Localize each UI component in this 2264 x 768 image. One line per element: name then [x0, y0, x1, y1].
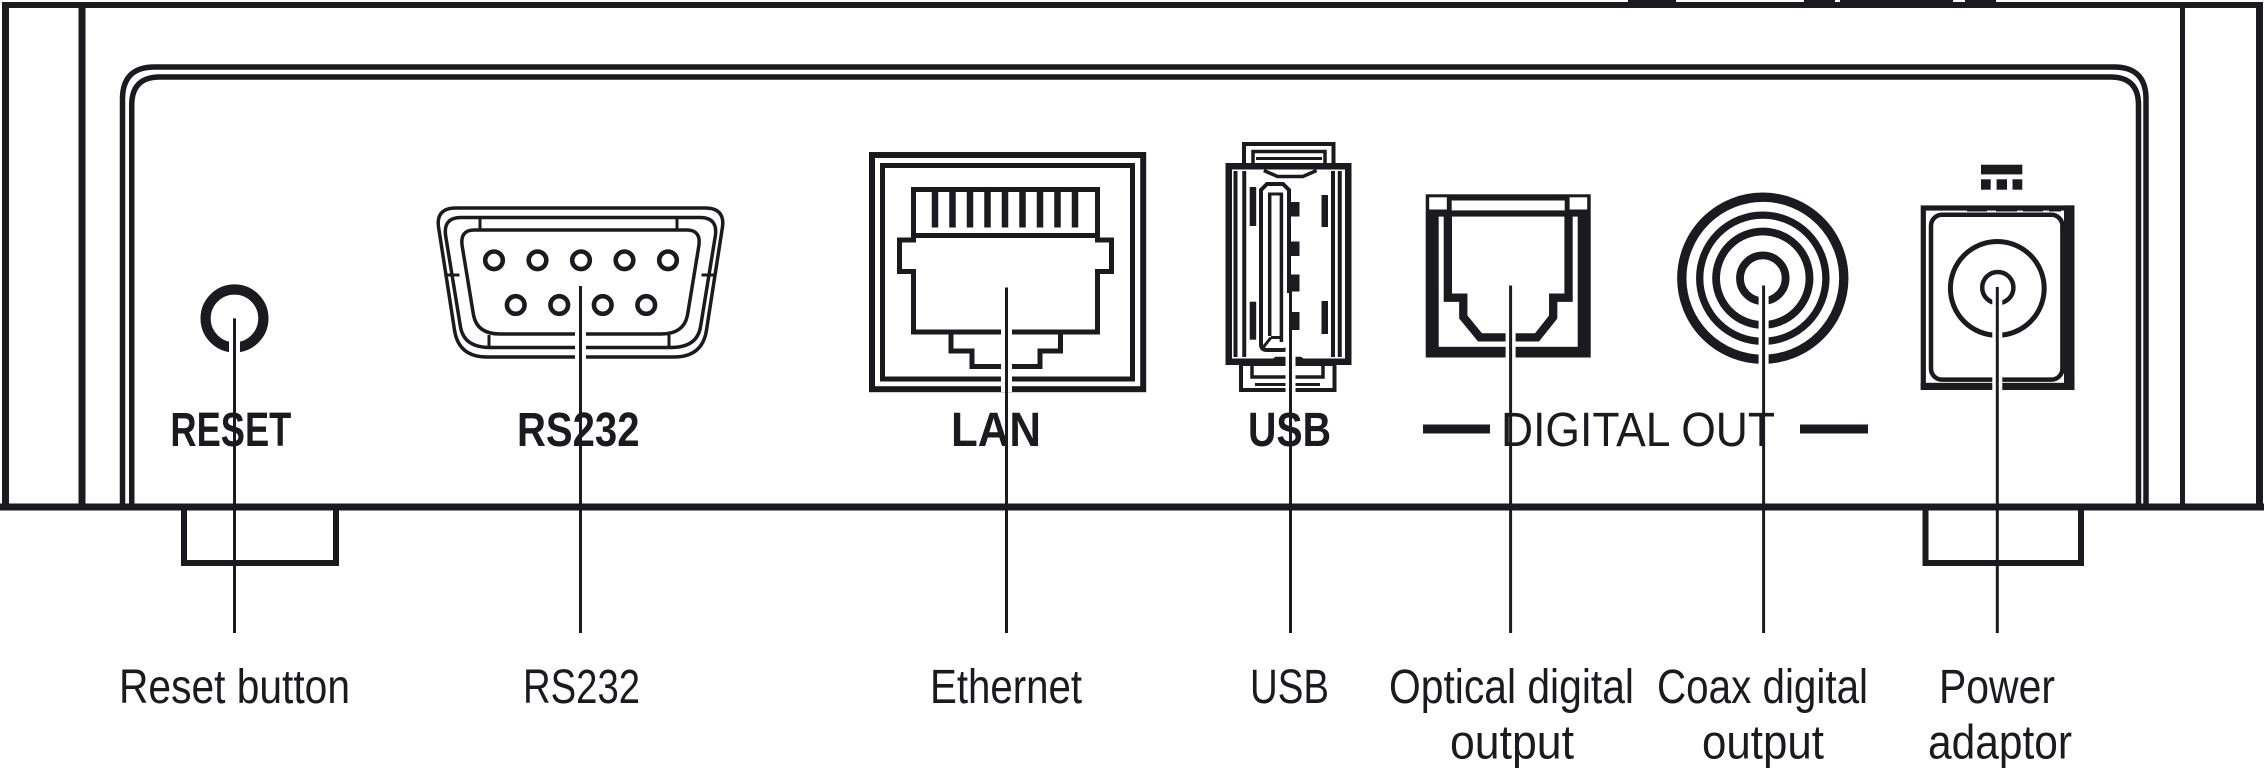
svg-text:Coax digital: Coax digital: [1657, 661, 1868, 714]
svg-text:RESET: RESET: [170, 404, 291, 457]
svg-text:USB: USB: [1250, 661, 1329, 714]
svg-text:RS232: RS232: [523, 661, 640, 714]
svg-text:adaptor: adaptor: [1928, 717, 2072, 768]
svg-text:USB: USB: [1248, 404, 1331, 457]
svg-text:Optical digital: Optical digital: [1389, 661, 1634, 714]
svg-text:Reset button: Reset button: [119, 661, 350, 714]
svg-text:output: output: [1702, 717, 1824, 768]
svg-text:output: output: [1450, 717, 1574, 768]
svg-text:RS232: RS232: [517, 404, 640, 457]
svg-text:LAN: LAN: [951, 404, 1041, 457]
svg-text:Ethernet: Ethernet: [930, 661, 1082, 714]
svg-text:Power: Power: [1939, 661, 2055, 714]
svg-text:DIGITAL OUT: DIGITAL OUT: [1501, 404, 1775, 457]
